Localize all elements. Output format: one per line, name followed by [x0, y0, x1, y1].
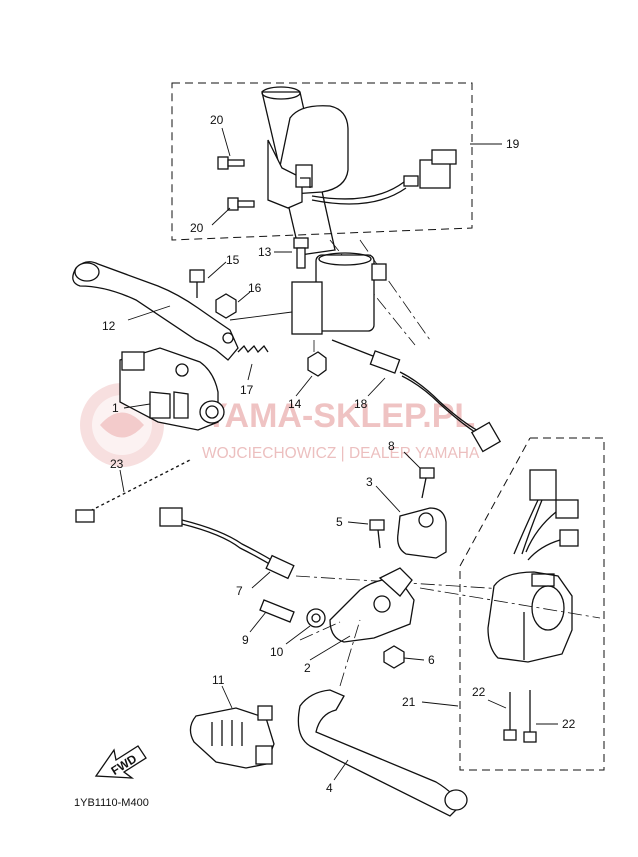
fwd-arrow-icon: FWD [94, 745, 147, 779]
switch-assembly-group [171, 82, 502, 256]
callouts: 20 20 19 13 15 16 12 17 14 18 1 8 23 3 5… [102, 113, 576, 795]
nut-6 [383, 645, 405, 669]
bracket-3 [397, 507, 447, 559]
callout-22-left: 22 [472, 685, 486, 699]
nut-14 [307, 351, 327, 377]
callout-10: 10 [270, 645, 284, 659]
clutch-holder-2 [329, 578, 415, 643]
callout-7: 7 [236, 584, 243, 598]
callout-20-bottom: 20 [190, 221, 204, 235]
callout-13: 13 [258, 245, 272, 259]
clutch-connector [159, 507, 183, 527]
callout-5: 5 [336, 515, 343, 529]
callout-19: 19 [506, 137, 520, 151]
callout-1: 1 [112, 401, 119, 415]
callout-20-top: 20 [210, 113, 224, 127]
callout-9: 9 [242, 633, 249, 647]
callout-12: 12 [102, 319, 116, 333]
master-cylinder [315, 254, 375, 332]
callout-11: 11 [212, 673, 225, 687]
callout-21: 21 [402, 695, 416, 709]
callout-15: 15 [226, 253, 240, 267]
callout-2: 2 [304, 661, 311, 675]
holder-1-group [119, 347, 225, 431]
switch-connector-c [559, 529, 579, 547]
screw-20-top [217, 156, 245, 170]
callout-23: 23 [110, 457, 124, 471]
switch-housing-21 [487, 571, 573, 663]
nut-16 [215, 293, 237, 319]
callout-22-right: 22 [562, 717, 576, 731]
bolt-15 [189, 269, 205, 283]
callout-3: 3 [366, 475, 373, 489]
brake-light-switch [369, 350, 401, 374]
screw-22-left [503, 692, 517, 741]
bolt-13 [293, 237, 309, 249]
callout-18: 18 [354, 397, 368, 411]
spring-17 [237, 344, 269, 354]
assembly-box-top [171, 82, 473, 241]
screw-22-right [523, 690, 537, 743]
callout-14: 14 [288, 397, 302, 411]
bolt-8 [419, 467, 435, 479]
cable-tie-23 [75, 458, 191, 523]
locknut-10 [306, 608, 326, 628]
switch-connector-a [529, 469, 557, 501]
clutch-side-group [159, 451, 521, 669]
clutch-lever-4 [297, 619, 468, 817]
master-cylinder-group [72, 237, 502, 453]
screw-5 [369, 519, 385, 531]
callout-8: 8 [388, 439, 395, 453]
adjuster-9 [259, 599, 295, 623]
watermark-title: YAMA-SKLEP.PL [205, 397, 475, 435]
callout-17: 17 [240, 383, 254, 397]
callout-16: 16 [248, 281, 262, 295]
callout-6: 6 [428, 653, 435, 667]
diagram-code: 1YB1110-M400 [74, 797, 149, 809]
callout-4: 4 [326, 781, 333, 795]
watermark-subtitle: WOJCIECHOWICZ | DEALER YAMAHA [202, 445, 480, 462]
switch-connector-b [555, 499, 579, 519]
clutch-switch-7 [265, 554, 295, 580]
screw-20-bottom [227, 197, 255, 211]
lever-cover-11 [189, 685, 275, 769]
right-switch-group [419, 437, 605, 771]
